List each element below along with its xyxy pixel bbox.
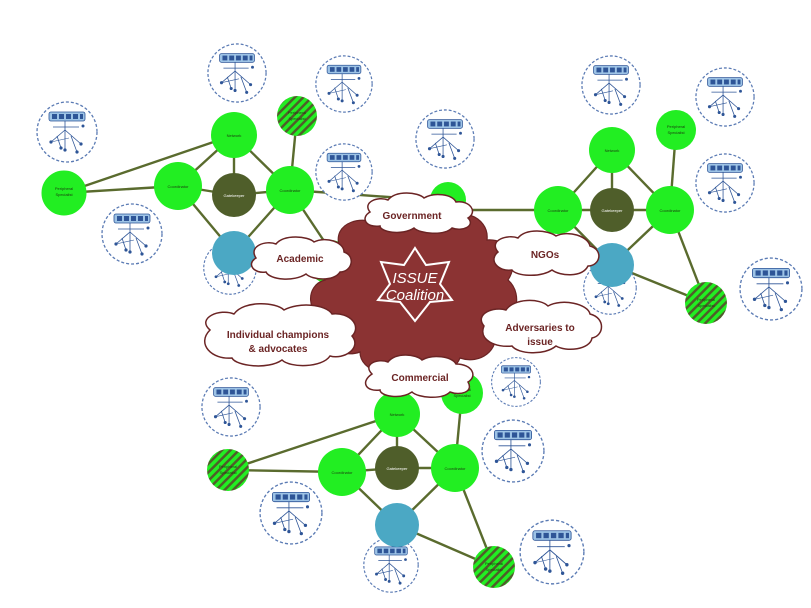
cloud-government [364, 192, 474, 234]
star-icon [376, 246, 454, 323]
peripheral-specialist-node [473, 546, 515, 588]
mini-network-icon [36, 101, 98, 163]
node-label: Coordinator [445, 466, 467, 471]
gatekeeper-node [375, 446, 419, 490]
cluster-top-left: Peripheral Specialist Coordinator Networ… [41, 96, 352, 284]
node-label: Peripheral [485, 561, 503, 566]
node-label: Specialist [485, 567, 503, 572]
mini-network-icon [415, 109, 475, 169]
gatekeeper-node [212, 173, 256, 217]
cloud-label-individual-line2: & advocates [249, 344, 308, 355]
node-label: Specialist [697, 303, 715, 308]
mini-network-icon [207, 43, 267, 103]
mini-network-icon [101, 203, 163, 265]
coordinator-node [646, 186, 694, 234]
cluster-bottom: Peripheral Specialist Coordinator Networ… [207, 372, 515, 588]
node-label: Peripheral [667, 124, 685, 129]
cloud-label-academic: Academic [276, 254, 324, 265]
mini-network-icon [491, 357, 541, 407]
peripheral-specialist-node [656, 110, 696, 150]
mini-network-icon [259, 481, 323, 545]
peripheral-specialist-node [277, 96, 317, 136]
teal-node [375, 503, 419, 547]
cloud-label-government: Government [383, 211, 443, 222]
node-label: Specialist [288, 116, 306, 121]
teal-node [212, 231, 256, 275]
coordinator-node [266, 166, 314, 214]
cloud-commercial [364, 354, 474, 398]
coordinator-node [534, 186, 582, 234]
cloud-labels: Government Academic NGOs Individual cham… [203, 192, 603, 398]
peripheral-specialist-node [41, 170, 87, 216]
mini-network-icon [315, 143, 373, 201]
node-label: Specialist [55, 192, 73, 197]
node-label: Peripheral [288, 110, 306, 115]
center-title-line1: ISSUE [392, 270, 438, 287]
node-label: Coordinator [280, 188, 302, 193]
node-label: Network [227, 133, 242, 138]
cloud-label-adversaries-line2: issue [527, 337, 553, 348]
mini-network-icon [481, 419, 545, 483]
node-label: Peripheral [55, 186, 73, 191]
node-label: Specialist [453, 393, 471, 398]
mini-network-icon [695, 67, 755, 127]
coordinator-node [431, 444, 479, 492]
node-label: Coordinator [332, 470, 354, 475]
cloud-individual-champions [203, 303, 357, 367]
node-label: Specialist [667, 130, 685, 135]
peripheral-specialist-node [207, 449, 249, 491]
node-label: Specialist [219, 470, 237, 475]
cloud-label-ngos: NGOs [531, 250, 560, 261]
peripheral-specialist-node [685, 282, 727, 324]
node-label: Peripheral [697, 297, 715, 302]
mini-network-icon [581, 55, 641, 115]
network-node [211, 112, 257, 158]
cloud-ngos [493, 230, 600, 276]
cloud-label-adversaries-line1: Adversaries to [505, 323, 574, 334]
node-label: Gatekeeper [387, 466, 409, 471]
node-label: Coordinator [548, 208, 570, 213]
node-label: Network [390, 412, 405, 417]
node-label: Coordinator [660, 208, 682, 213]
node-label: Gatekeeper [224, 193, 246, 198]
mini-network-icon [519, 519, 585, 585]
mini-network-icon [739, 257, 803, 321]
node-label: Peripheral [219, 464, 237, 469]
cloud-label-individual-line1: Individual champions [227, 330, 330, 341]
cloud-label-commercial: Commercial [391, 373, 448, 384]
network-node [374, 391, 420, 437]
teal-node [590, 243, 634, 287]
cloud-academic [250, 236, 352, 280]
coordinator-node [154, 162, 202, 210]
mini-network-icon [695, 153, 755, 213]
network-node [589, 127, 635, 173]
node-label: Gatekeeper [602, 208, 624, 213]
center-title-line2: Coalition [386, 287, 444, 304]
node-label: Coordinator [168, 184, 190, 189]
cloud-adversaries [480, 299, 603, 354]
node-label: Network [605, 148, 620, 153]
mini-network-icon [315, 55, 373, 113]
coordinator-node [318, 448, 366, 496]
mini-network-icon [201, 377, 261, 437]
gatekeeper-node [590, 188, 634, 232]
cluster-top-right: Coordinator Network Gatekeeper Coordinat… [430, 110, 727, 324]
